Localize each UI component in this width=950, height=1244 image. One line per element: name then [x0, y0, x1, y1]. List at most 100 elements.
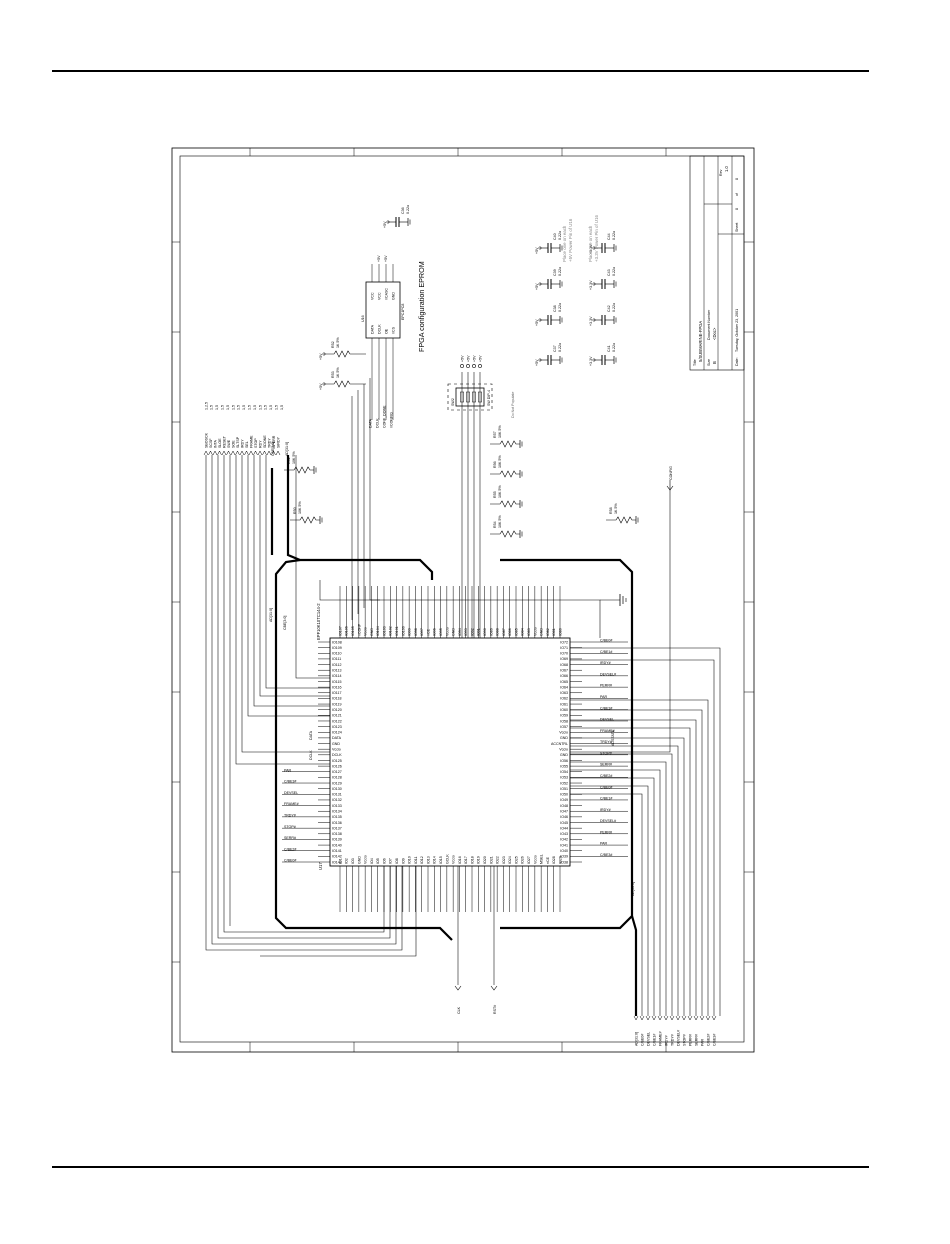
- svg-text:EPC1PC8: EPC1PC8: [401, 304, 405, 320]
- fpga-left-pin: IO108: [332, 640, 342, 644]
- bottom-net-label: DEVSEL: [646, 1032, 650, 1046]
- fpga-top-pin: nCONF: [357, 623, 361, 636]
- fpga-left-net: C/BE0#: [284, 859, 296, 863]
- fpga-top-pin: IO93: [464, 628, 468, 636]
- eprom-left-pin: OE: [384, 328, 388, 334]
- fpga-right-net: IRDY#: [600, 661, 611, 665]
- fpga-bottom-pin: IO22: [496, 856, 500, 864]
- bottom-net-label: TRDY#: [670, 1034, 674, 1046]
- misc-labels: AD[31:0] CBE[3:0] AD[31:0] CBE[3:0] AD[3…: [269, 442, 635, 896]
- rst-net: RST#: [490, 985, 498, 1014]
- fpga-top-pin: IO85: [514, 628, 518, 636]
- cap-value: 0.22u: [558, 231, 562, 240]
- left-net-value: 1,5: [258, 405, 262, 410]
- svg-text:AD[31:0]: AD[31:0]: [285, 442, 289, 456]
- fpga-right-pin: IO64: [560, 685, 568, 689]
- fpga-bottom-pin: IO14: [433, 856, 437, 864]
- fpga-bottom-pin: IO15: [439, 856, 443, 864]
- fpga-right-pin: IO66: [560, 674, 568, 678]
- fpga-right-net: STOP#: [600, 751, 612, 755]
- eprom-signal: DATA: [368, 418, 372, 428]
- bottom-net-label: FRAME#: [658, 1031, 662, 1046]
- res-ref: R56: [493, 461, 497, 468]
- res-value: 10K 5%: [298, 501, 302, 514]
- bottom-net-label: C/BE0#: [640, 1034, 644, 1046]
- cap-value: 0.22u: [612, 343, 616, 352]
- fpga-left-net: SERR#: [284, 836, 296, 840]
- fpga-right-pin: IO50: [560, 793, 568, 797]
- cap-rail: +3.3V: [589, 244, 593, 254]
- fpga-right-net: C/BE2#: [600, 774, 612, 778]
- bus-outline: [270, 455, 638, 1016]
- fpga-right-pin: IO61: [560, 702, 568, 706]
- fpga-right-pin: IO40: [560, 849, 568, 853]
- left-net-label: FRAME: [249, 435, 253, 448]
- res-ref: R52: [331, 341, 335, 348]
- fpga-right-pin: IO53: [560, 776, 568, 780]
- left-net-value: 1,5: [248, 405, 252, 410]
- dip-rail: +5V: [478, 355, 482, 362]
- config-net: CONFIG: [666, 466, 674, 491]
- fpga-bottom-pin: IO7: [389, 858, 393, 864]
- fpga-right-pin: IO68: [560, 663, 568, 667]
- fpga-left-pin: IO112: [332, 663, 342, 667]
- fpga-bottom-pin: IO4: [370, 858, 374, 864]
- svg-text:AD[31:0]: AD[31:0]: [631, 882, 635, 896]
- fpga-right-pin: IO67: [560, 669, 568, 673]
- cap-ref: C40: [553, 233, 557, 240]
- fpga-wires: [282, 586, 628, 912]
- res-rail: +5V: [319, 353, 323, 360]
- res-rail: +5V: [319, 383, 323, 390]
- fpga-left-net: C/BE2#: [284, 847, 296, 851]
- fpga-top-pin: IO103: [382, 626, 386, 636]
- fpga-top-pin: IO88: [496, 628, 500, 636]
- fpga-left-pin: IO119: [332, 702, 342, 706]
- fpga-top-pin: nCE: [426, 628, 430, 636]
- cap-ref: C39: [553, 269, 557, 276]
- fpga-top-pin: IO106: [345, 626, 349, 636]
- left-net-label: SBOSCK: [204, 432, 208, 448]
- fpga-bottom-pin: GND: [357, 856, 361, 864]
- fpga-top-pin: IO84: [521, 628, 525, 636]
- cap-value: 0.22u: [612, 231, 616, 240]
- fpga-bottom-pin: IO29: [558, 856, 562, 864]
- fpga-bottom-pin: IO18: [470, 856, 474, 864]
- svg-text:CONFIG: CONFIG: [669, 466, 673, 480]
- cap-value: 0.22u: [612, 267, 616, 276]
- left-net-label: SOE: [231, 440, 235, 448]
- bottom-net-label: C/BE2#: [706, 1034, 710, 1046]
- left-net-label: TRDY: [267, 438, 271, 448]
- fpga-bottom-pin: IO10: [408, 856, 412, 864]
- bottom-net-label: PAR: [700, 1038, 704, 1046]
- eprom-right-pin: nCASC: [384, 288, 388, 300]
- fpga-bottom-pin: IO12: [420, 856, 424, 864]
- fpga-right-pin: IO38: [560, 860, 568, 864]
- fpga-top-pin: IO91: [477, 628, 481, 636]
- fpga-left-net: STOP#: [284, 825, 296, 829]
- fpga-left-pin: IO142: [332, 855, 342, 859]
- left-net-label: SLOE: [218, 438, 222, 448]
- fpga-bottom-pin: IO27: [527, 856, 531, 864]
- left-net-value: 1,5: [280, 405, 284, 410]
- eprom-left-pin: DCLK: [377, 324, 381, 334]
- tb-size: B: [712, 361, 717, 364]
- fpga-left-net: C/BE3#: [284, 780, 296, 784]
- left-net-label: SEL: [245, 441, 249, 448]
- fpga-bottom-pin: nCE: [546, 856, 550, 864]
- tb-date-label: Date:: [735, 357, 739, 366]
- fpga-left-pin: IO114: [332, 674, 342, 678]
- fpga-bottom-pin: Vccio: [452, 855, 456, 864]
- fpga-top-pin: IO90: [483, 628, 487, 636]
- fpga-bottom-pin: IO21: [489, 856, 493, 864]
- left-net-label: RDY: [258, 440, 262, 448]
- fpga-pins: IO108IO109IO110IO111IO112IO113IO114IO115…: [284, 623, 616, 864]
- cap-rail: +5V: [535, 359, 539, 366]
- fpga-bottom-pin: IO28: [552, 856, 556, 864]
- fpga-left-pin: IO123: [332, 725, 342, 729]
- bottom-net-label: C/BE1#: [652, 1034, 656, 1046]
- res-value: 10K 5%: [498, 515, 502, 528]
- dip-rail: +5V: [460, 355, 464, 362]
- left-net-value: 1,5: [215, 405, 219, 410]
- fpga-right-net: DEVSEL: [600, 718, 614, 722]
